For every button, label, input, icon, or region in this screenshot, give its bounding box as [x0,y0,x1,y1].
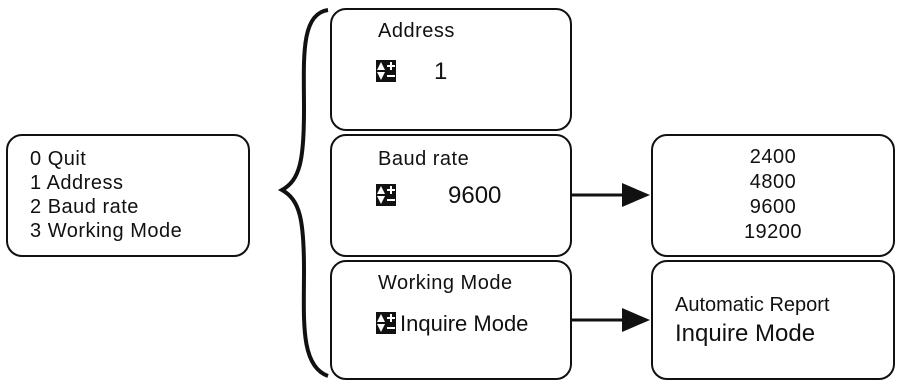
address-title: Address [378,20,455,42]
working-mode-setting-box: Working Mode Inquire Mode [330,260,572,380]
baud-option[interactable]: 19200 [743,221,803,243]
arrow-mode-head [622,308,650,332]
mode-option-inquire-mode[interactable]: Inquire Mode [675,320,816,347]
baud-rate-value[interactable]: 9600 [448,182,502,209]
working-mode-title: Working Mode [378,272,513,294]
baud-option[interactable]: 9600 [749,196,797,218]
menu-item-number: 0 [30,148,42,170]
mode-option-automatic-report[interactable]: Automatic Report [675,294,830,316]
working-mode-options-box: Automatic Report Inquire Mode [651,260,895,380]
up-down-plus-minus-icon[interactable] [376,60,396,82]
up-down-plus-minus-icon[interactable] [376,184,396,206]
baud-option[interactable]: 4800 [749,171,797,193]
menu-item-number: 3 [30,220,42,242]
brace [277,8,329,378]
menu-item-label: Quit [47,148,87,170]
menu-item-number: 1 [30,172,42,194]
menu-item-address[interactable]: 1 Address [30,172,123,195]
menu-item-label: Working Mode [47,220,183,242]
address-value[interactable]: 1 [434,58,448,85]
arrow-baud-head [622,183,650,207]
menu-item-label: Address [46,172,124,194]
working-mode-value[interactable]: Inquire Mode [400,311,529,336]
up-down-plus-minus-icon[interactable] [376,312,396,334]
main-menu-box: 0 Quit 1 Address 2 Baud rate 3 Working M… [6,134,250,257]
baud-rate-options-box: 2400 4800 9600 19200 [651,134,895,257]
menu-item-baud-rate[interactable]: 2 Baud rate [30,196,139,219]
baud-rate-title: Baud rate [378,148,470,170]
menu-item-label: Baud rate [47,196,139,218]
address-setting-box: Address 1 [330,8,572,131]
menu-item-quit[interactable]: 0 Quit [30,148,86,171]
menu-item-number: 2 [30,196,42,218]
baud-option[interactable]: 2400 [749,146,797,168]
baud-rate-setting-box: Baud rate 9600 [330,134,572,257]
menu-item-working-mode[interactable]: 3 Working Mode [30,220,182,243]
